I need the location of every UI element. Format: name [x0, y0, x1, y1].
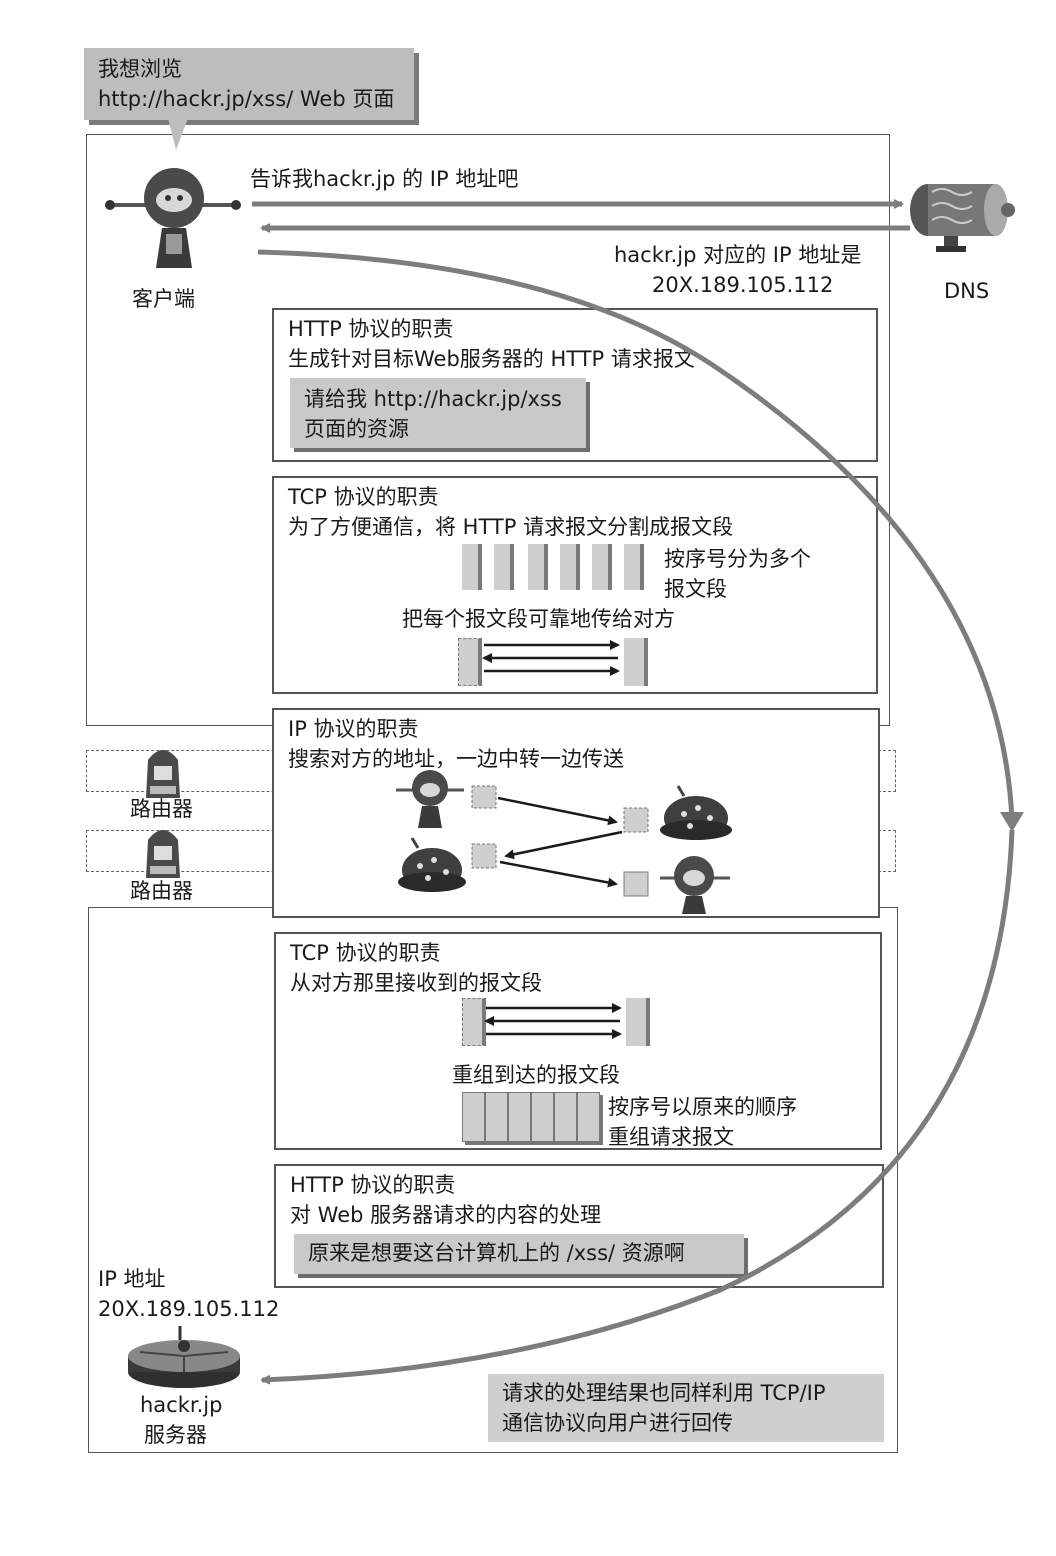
segment-1	[462, 544, 482, 590]
tcp-client-title: TCP 协议的职责	[288, 485, 439, 509]
dns-answer-line-1: hackr.jp 对应的 IP 地址是	[614, 243, 862, 267]
segment-5	[592, 544, 612, 590]
dns-server-icon	[910, 184, 1015, 252]
tcp-client-desc: 为了方便通信，将 HTTP 请求报文分割成报文段	[288, 515, 734, 539]
server-ip-label: IP 地址	[98, 1267, 166, 1291]
segment-2	[494, 544, 514, 590]
router-label-1: 路由器	[130, 797, 193, 821]
ip-title: IP 协议的职责	[288, 717, 419, 741]
http-server-title: HTTP 协议的职责	[290, 1173, 456, 1197]
tcp-server-desc: 从对方那里接收到的报文段	[290, 971, 542, 995]
tcp-server-note-line-2: 重组请求报文	[608, 1125, 734, 1149]
http-client-title: HTTP 协议的职责	[288, 317, 454, 341]
result-line-2: 通信协议向用户进行回传	[502, 1411, 733, 1435]
tcp-client-box: TCP 协议的职责 为了方便通信，将 HTTP 请求报文分割成报文段 按序号分为…	[272, 476, 878, 694]
send-segment-left	[458, 638, 482, 686]
http-server-desc: 对 Web 服务器请求的内容的处理	[290, 1203, 602, 1227]
tcp-server-title: TCP 协议的职责	[290, 941, 441, 965]
http-request-tag-line-2: 页面的资源	[304, 417, 409, 441]
send-segment-right	[624, 638, 648, 686]
segment-6	[624, 544, 644, 590]
speech-line-1: 我想浏览	[98, 57, 182, 81]
tcp-client-reliable: 把每个报文段可靠地传给对方	[402, 607, 675, 631]
http-client-desc: 生成针对目标Web服务器的 HTTP 请求报文	[288, 347, 695, 371]
dns-answer-line-2: 20X.189.105.112	[652, 273, 834, 297]
flow-curve-arrowhead	[1000, 812, 1024, 832]
tcp-server-box: TCP 协议的职责 从对方那里接收到的报文段 重组到达的报文段 按序号以原来的顺…	[274, 932, 882, 1150]
segment-4	[560, 544, 580, 590]
recv-segment-left	[462, 998, 486, 1046]
http-request-tag-line-1: 请给我 http://hackr.jp/xss	[304, 387, 562, 411]
dns-label: DNS	[944, 279, 990, 303]
http-request-tag: 请给我 http://hackr.jp/xss 页面的资源	[290, 378, 586, 448]
server-name-line-2: 服务器	[144, 1423, 207, 1447]
tcp-server-reassemble: 重组到达的报文段	[452, 1063, 620, 1087]
tcp-client-note-line-2: 报文段	[664, 577, 727, 601]
result-note: 请求的处理结果也同样利用 TCP/IP 通信协议向用户进行回传	[488, 1374, 884, 1442]
segment-3	[528, 544, 548, 590]
tcp-client-note-line-1: 按序号分为多个	[664, 547, 811, 571]
recv-segment-right	[626, 998, 650, 1046]
client-label: 客户端	[132, 287, 195, 311]
http-server-tag: 原来是想要这台计算机上的 /xss/ 资源啊	[294, 1234, 744, 1274]
http-server-box: HTTP 协议的职责 对 Web 服务器请求的内容的处理 原来是想要这台计算机上…	[274, 1164, 884, 1288]
tcp-server-note-line-1: 按序号以原来的顺序	[608, 1095, 797, 1119]
router-label-2: 路由器	[130, 879, 193, 903]
server-name-line-1: hackr.jp	[140, 1393, 223, 1417]
http-server-tag-text: 原来是想要这台计算机上的 /xss/ 资源啊	[308, 1241, 685, 1265]
result-line-1: 请求的处理结果也同样利用 TCP/IP	[502, 1381, 826, 1405]
server-ip-value: 20X.189.105.112	[98, 1297, 280, 1321]
speech-bubble: 我想浏览 http://hackr.jp/xss/ Web 页面	[84, 48, 414, 120]
ip-desc: 搜索对方的地址，一边中转一边传送	[288, 747, 624, 771]
speech-line-2: http://hackr.jp/xss/ Web 页面	[98, 87, 395, 111]
ip-box: IP 协议的职责 搜索对方的地址，一边中转一边传送	[272, 708, 880, 918]
dns-query-text: 告诉我hackr.jp 的 IP 地址吧	[250, 167, 519, 191]
reassembled-message	[462, 1092, 600, 1142]
http-client-box: HTTP 协议的职责 生成针对目标Web服务器的 HTTP 请求报文 请给我 h…	[272, 308, 878, 462]
